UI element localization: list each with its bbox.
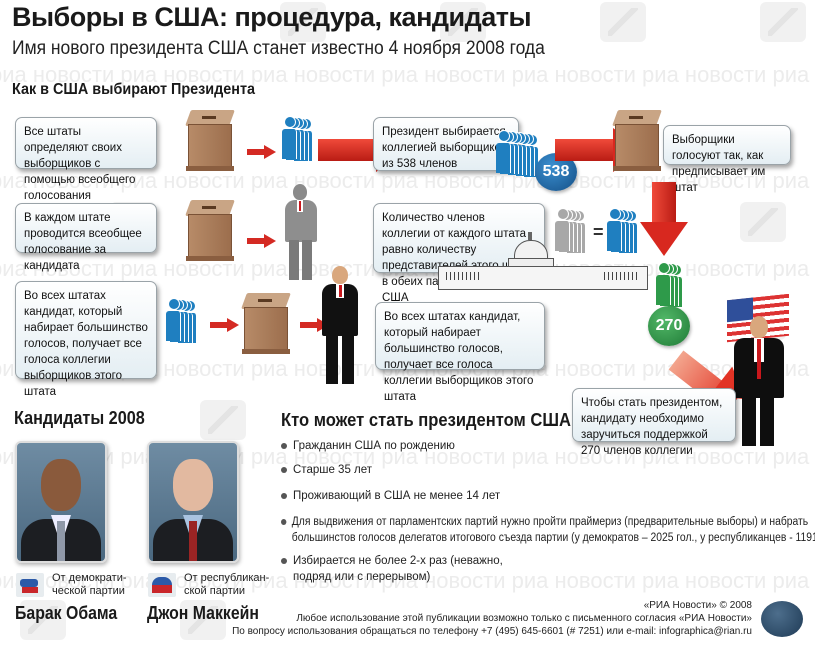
ria-novosti-logo-icon [761, 601, 803, 637]
requirement-item: Гражданин США по рождению [281, 438, 455, 454]
step-box-1: Все штаты определяют своих выборщиков с … [15, 117, 157, 202]
watermark-logo-icon [20, 600, 66, 640]
president-silhouette-icon [732, 316, 784, 446]
arrow-right-icon [210, 318, 240, 332]
watermark-logo-icon [200, 400, 246, 440]
candidate-silhouette-black-icon [320, 266, 360, 386]
watermark-text: риа новости риа новости риа новости риа … [0, 568, 815, 593]
arrow-right-icon [247, 234, 277, 248]
watermark-logo-icon [180, 600, 226, 640]
watermark-text: риа новости риа новости риа новости риа … [0, 168, 815, 193]
candidate-silhouette-gray-icon [283, 184, 319, 280]
requirements-heading: Кто может стать президентом США [281, 410, 571, 430]
requirement-item: Для выдвижения от парламентских партий н… [281, 514, 815, 546]
requirement-line: Для выдвижения от парламентских партий н… [291, 516, 809, 528]
elephant-icon [148, 573, 176, 597]
final-requirement-box: Чтобы стать президентом, кандидату необх… [572, 388, 736, 457]
watermark-text: риа новости риа новости риа новости риа … [0, 444, 815, 469]
electors-vote-box: Выборщики голосуют так, как предписывает… [663, 125, 791, 194]
watermark-logo-icon [740, 202, 786, 242]
electors-green-icon [656, 262, 690, 307]
person-icon [496, 130, 511, 173]
requirement-item: Проживающий в США не менее 14 лет [281, 488, 500, 504]
person-icon [607, 208, 622, 251]
requirement-item: Избирается не более 2-х раз (неважно, по… [281, 553, 503, 585]
candidates-heading: Кандидаты 2008 [14, 408, 145, 428]
candidate-name-obama: Барак Обама [15, 603, 118, 623]
capitol-building-icon [438, 232, 648, 290]
watermark-text: риа новости риа новости риа новости риа … [0, 62, 815, 87]
big-arrow-down-icon [640, 182, 690, 262]
college-box: Президент выбирается коллегией выборщико… [373, 117, 519, 171]
party-line: От демократи- [52, 572, 127, 584]
party-line: ческой партии [52, 585, 125, 597]
majority-needed-badge: 270 [648, 306, 690, 346]
step-box-2: В каждом штате проводится всеобщее голос… [15, 203, 157, 272]
procedure-heading: Как в США выбирают Президента [12, 81, 256, 98]
requirement-item: Старше 35 лет [281, 462, 372, 478]
person-icon [555, 208, 570, 251]
watermark-logo-icon [760, 2, 806, 42]
page-title: Выборы в США: процедура, кандидаты [12, 2, 532, 32]
watermark-logo-icon [280, 2, 326, 42]
requirement-line: Избирается не более 2-х раз (неважно, [293, 555, 503, 567]
footer-contact: По вопросу использования обращаться по т… [232, 626, 752, 637]
step-box-3: Во всех штатах кандидат, который набирае… [15, 281, 157, 398]
requirement-line: подряд или с перерывом) [293, 571, 431, 583]
voters-group-icon [166, 298, 210, 348]
candidate-name-mccain: Джон Маккейн [147, 603, 259, 623]
arrow-right-icon [247, 145, 277, 159]
footer-copyright: «РИА Новости» © 2008 [643, 600, 752, 611]
mccain-party-label: От республикан- ской партии [184, 572, 269, 598]
page-subtitle: Имя нового президента США станет известн… [12, 38, 545, 59]
ballot-box-icon [185, 200, 235, 262]
person-icon [656, 262, 671, 305]
watermark-logo-icon [600, 2, 646, 42]
mccain-photo [147, 441, 239, 563]
footer-usage: Любое использование этой публикации возм… [296, 613, 752, 624]
congress-members-gray-icon [555, 208, 595, 254]
requirement-line: большинстов голосов делегатов итогового … [291, 532, 815, 544]
party-line: ской партии [184, 585, 246, 597]
person-icon [282, 116, 297, 159]
obama-photo [15, 441, 107, 563]
winner-takes-all-box: Во всех штатах кандидат, который набирае… [375, 302, 545, 403]
electors-group-icon [282, 116, 327, 166]
ballot-box-icon [241, 293, 291, 355]
person-icon [166, 298, 181, 341]
electors-blue-icon [607, 208, 647, 254]
party-line: От республикан- [184, 572, 270, 584]
ballot-box-icon [612, 110, 662, 172]
donkey-icon [16, 573, 44, 597]
watermark-logo-icon [440, 2, 486, 42]
obama-party-label: От демократи- ческой партии [52, 572, 127, 598]
ballot-box-icon [185, 110, 235, 172]
electors-group-icon [496, 130, 556, 180]
equals-sign: = [593, 222, 604, 242]
